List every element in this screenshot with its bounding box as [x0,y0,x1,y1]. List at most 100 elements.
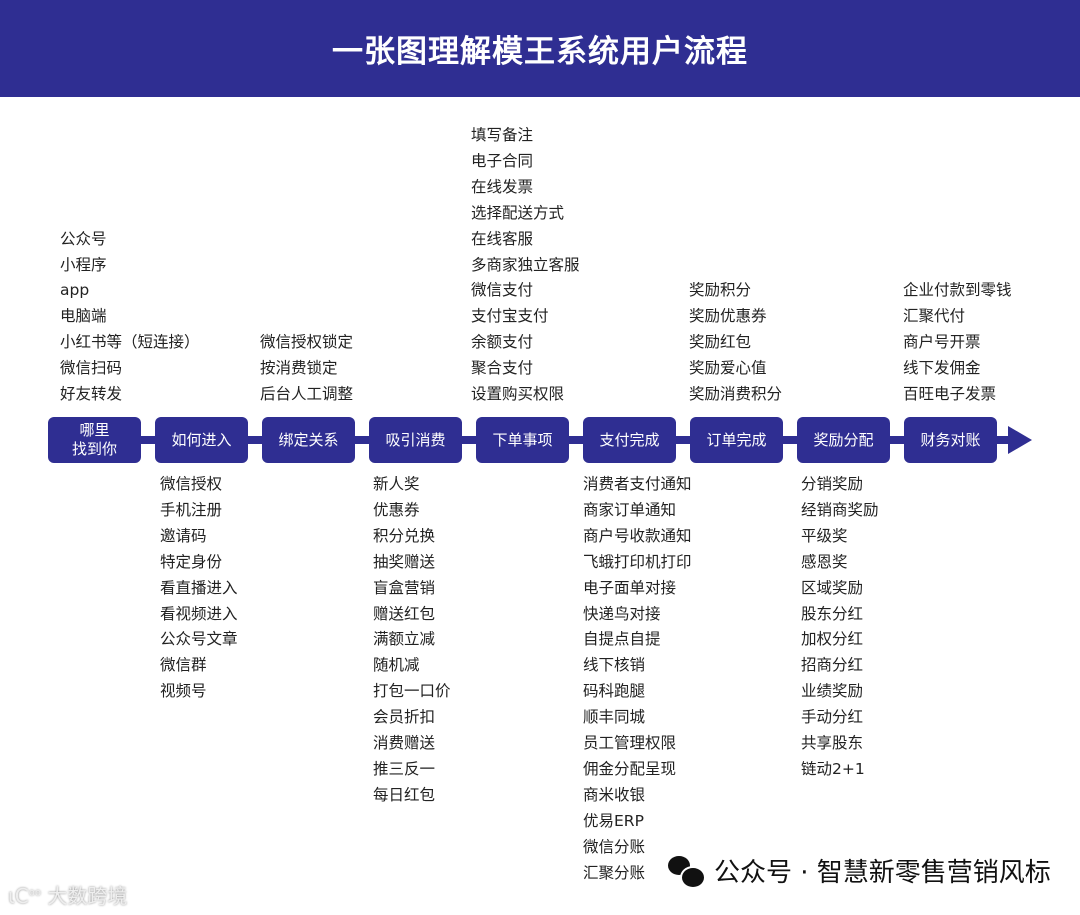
list-item: 抽奖赠送 [373,552,436,571]
list-item: 加权分红 [801,630,864,649]
list-item: 余额支付 [471,333,534,352]
list-item: 特定身份 [160,552,223,571]
wechat-icon [668,855,706,889]
list-item: 飞蛾打印机打印 [583,552,692,571]
list-item: 商户号开票 [903,333,981,352]
list-item: 奖励红包 [689,333,752,352]
list-item: 微信授权 [160,475,223,493]
list-item: 小红书等（短连接） [60,333,200,352]
list-item: 线下发佣金 [903,359,981,378]
page-title: 一张图理解模王系统用户流程 [332,34,748,70]
list-item: 感恩奖 [801,552,848,571]
step-box: 哪里 找到你 [48,417,141,463]
list-item: 聚合支付 [471,359,534,378]
list-item: app [60,281,90,300]
list-item: 微信群 [160,656,207,675]
list-item: 链动2+1 [801,759,865,778]
list-item: 手动分红 [801,708,864,727]
list-item: 打包一口价 [373,682,451,701]
list-item: 分销奖励 [801,475,864,493]
list-item: 公众号文章 [160,630,238,649]
step-items: 公众号小程序 app 电脑端小红书等（短连接） 微信扫码好友转发 [60,227,200,408]
logo-watermark: ιCoo 大数跨境 [8,884,128,908]
list-item: 好友转发 [60,385,123,404]
step-items: 微信授权手机注册邀请码特定身份看直播进入看视频进入公众号文章微信群视频号 [160,472,238,705]
list-item: 区域奖励 [801,578,864,597]
list-item: 股东分红 [801,604,864,623]
list-item: 奖励消费积分 [689,385,783,404]
list-item: 在线发票 [471,177,534,196]
list-item: 小程序 [60,255,107,274]
list-item: 自提点自提 [583,630,661,649]
list-item: 多商家独立客服 [471,255,580,274]
list-item: 顺丰同城 [583,708,646,727]
list-item: 每日红包 [373,785,436,804]
list-item: 线下核销 [583,656,646,675]
list-item: 微信扫码 [60,359,123,378]
watermark: 公众号 · 智慧新零售营销风标 [664,852,1055,889]
list-item: 微信支付 [471,281,534,300]
list-item: 奖励爱心值 [689,359,767,378]
list-item: 商户号收款通知 [583,526,692,545]
watermark-text: 公众号 · 智慧新零售营销风标 [714,858,1051,888]
list-item: 推三反一 [373,759,436,778]
list-item: 填写备注 [471,126,534,145]
step-items: 消费者支付通知商家订单通知商户号收款通知飞蛾打印机打印电子面单对接快递鸟对接自提… [583,472,692,887]
list-item: 按消费锁定 [260,359,338,378]
list-item: 共享股东 [801,734,864,753]
list-item: 邀请码 [160,526,207,545]
step-box: 如何进入 [155,417,248,463]
list-item: 商家订单通知 [583,500,677,519]
step-items: 填写备注电子合同在线发票选择配送方式在线客服多商家独立客服微信支付支付宝支付余额… [471,123,580,408]
step-items: 分销奖励经销商奖励平级奖感恩奖区域奖励股东分红加权分红招商分红业绩奖励手动分红共… [801,472,879,783]
list-item: 微信授权锁定 [260,333,354,352]
step-box: 财务对账 [904,417,997,463]
list-item: 消费赠送 [373,734,436,753]
list-item: 奖励积分 [689,281,752,300]
list-item: 满额立减 [373,630,436,649]
list-item: 视频号 [160,682,207,701]
list-item: 微信分账 [583,837,646,856]
logo-text: 大数跨境 [47,884,128,908]
list-item: 会员折扣 [373,708,436,727]
list-item: 奖励优惠券 [689,307,767,326]
list-item: 支付宝支付 [471,307,549,326]
list-item: 公众号 [60,229,107,248]
list-item: 盲盒营销 [373,578,436,597]
list-item: 平级奖 [801,526,848,545]
list-item: 选择配送方式 [471,203,565,222]
list-item: 企业付款到零钱 [903,281,1012,300]
list-item: 电子合同 [471,151,534,170]
step-box: 奖励分配 [797,417,890,463]
step-box: 订单完成 [690,417,783,463]
step-box: 绑定关系 [262,417,355,463]
list-item: 手机注册 [160,500,223,519]
list-item: 百旺电子发票 [903,385,997,404]
list-item: 在线客服 [471,229,534,248]
list-item: 电脑端 [60,307,107,326]
header: 一张图理解模王系统用户流程 [0,0,1080,97]
list-item: 优易ERP [583,811,644,830]
list-item: 佣金分配呈现 [583,759,677,778]
list-item: 随机减 [373,656,420,675]
list-item: 汇聚分账 [583,863,646,882]
list-item: 后台人工调整 [260,385,354,404]
list-item: 优惠券 [373,500,420,519]
list-item: 经销商奖励 [801,500,879,519]
list-item: 赠送红包 [373,604,436,623]
list-item: 看直播进入 [160,578,238,597]
step-box: 吸引消费 [369,417,462,463]
list-item: 员工管理权限 [583,734,677,753]
step-items: 新人奖优惠券积分兑换抽奖赠送盲盒营销赠送红包满额立减随机减打包一口价会员折扣消费… [373,472,451,809]
step-items: 企业付款到零钱汇聚代付商户号开票线下发佣金百旺电子发票 [903,278,1012,408]
list-item: 看视频进入 [160,604,238,623]
step-items: 微信授权锁定按消费锁定后台人工调整 [260,330,353,408]
list-item: 新人奖 [373,475,420,493]
list-item: 快递鸟对接 [583,604,661,623]
list-item: 业绩奖励 [801,682,864,701]
step-items: 奖励积分奖励优惠券奖励红包奖励爱心值奖励消费积分 [689,278,782,408]
flow-arrowhead [1008,426,1032,454]
list-item: 积分兑换 [373,526,436,545]
list-item: 设置购买权限 [471,385,565,404]
list-item: 码科跑腿 [583,682,646,701]
